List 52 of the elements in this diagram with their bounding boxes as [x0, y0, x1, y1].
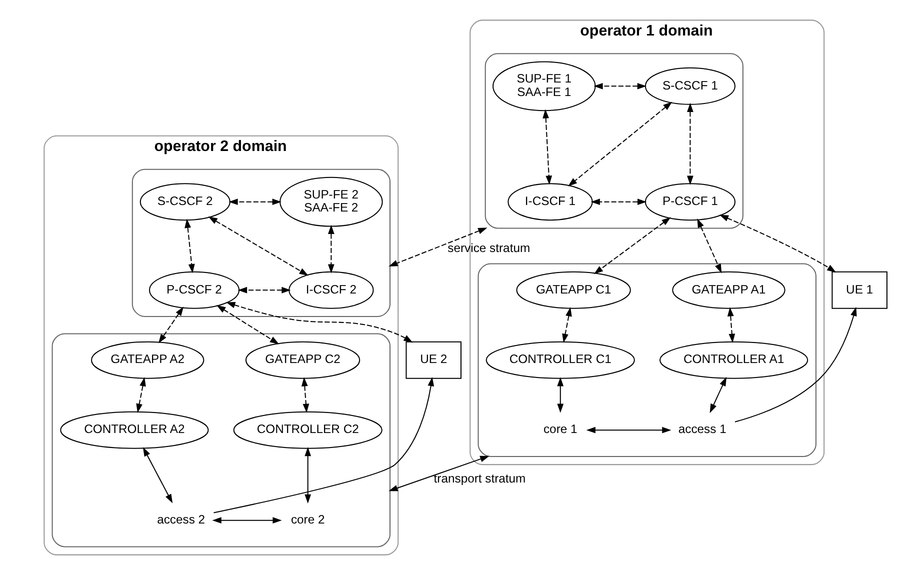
arrow	[136, 377, 146, 413]
arrow	[687, 102, 694, 185]
arrow	[388, 228, 488, 267]
node-ellipse: GATEAPP C1	[516, 271, 631, 309]
node-ellipse: S-CSCF 1	[644, 67, 736, 105]
arrow	[158, 306, 184, 344]
arrow	[214, 376, 434, 514]
node-ellipse: CONTROLLER A1	[659, 341, 808, 379]
node-ellipse: SUP-FE 1 SAA-FE 1	[492, 61, 596, 112]
node-ellipse: CONTROLLER A2	[60, 411, 209, 449]
node-ellipse: S-CSCF 2	[140, 183, 230, 221]
arrow	[184, 218, 195, 274]
edge-label: service stratum	[448, 241, 530, 256]
node-ellipse: GATEAPP A2	[91, 341, 204, 379]
node-ellipse: I-CSCF 1	[508, 183, 593, 221]
node-box: UE 2	[406, 341, 462, 379]
arrow	[710, 376, 727, 414]
arrow	[727, 307, 736, 343]
arrow	[586, 426, 672, 434]
node-text: core 2	[290, 512, 325, 526]
arrow	[734, 306, 857, 422]
arrow	[238, 286, 291, 294]
node-ellipse: I-CSCF 2	[288, 271, 374, 309]
arrow	[568, 102, 672, 186]
arrow	[388, 456, 490, 492]
arrow	[562, 307, 572, 343]
arrow	[719, 214, 836, 272]
node-ellipse: GATEAPP A1	[672, 271, 786, 309]
arrow	[594, 82, 646, 90]
arrow	[557, 377, 564, 413]
arrow	[212, 517, 282, 524]
node-text: access 1	[678, 422, 726, 436]
node-ellipse: SUP-FE 2 SAA-FE 2	[280, 176, 383, 227]
arrow	[208, 216, 308, 276]
arrow	[301, 377, 310, 413]
arrow	[226, 302, 413, 343]
arrow	[304, 446, 312, 504]
arrow	[328, 224, 334, 274]
node-ellipse: CONTROLLER C2	[233, 411, 382, 449]
arrow	[697, 218, 722, 274]
node-box: UE 1	[832, 271, 888, 309]
node-text: core 1	[543, 422, 578, 436]
node-text: access 2	[157, 512, 206, 526]
edge-label: transport stratum	[434, 471, 526, 486]
arrow	[594, 217, 671, 274]
node-ellipse: GATEAPP C2	[245, 341, 360, 379]
arrow	[590, 198, 647, 206]
arrow	[228, 198, 282, 206]
arrow	[542, 109, 552, 185]
arrow	[142, 447, 173, 504]
arrow	[216, 305, 280, 344]
node-ellipse: CONTROLLER C1	[486, 341, 635, 379]
